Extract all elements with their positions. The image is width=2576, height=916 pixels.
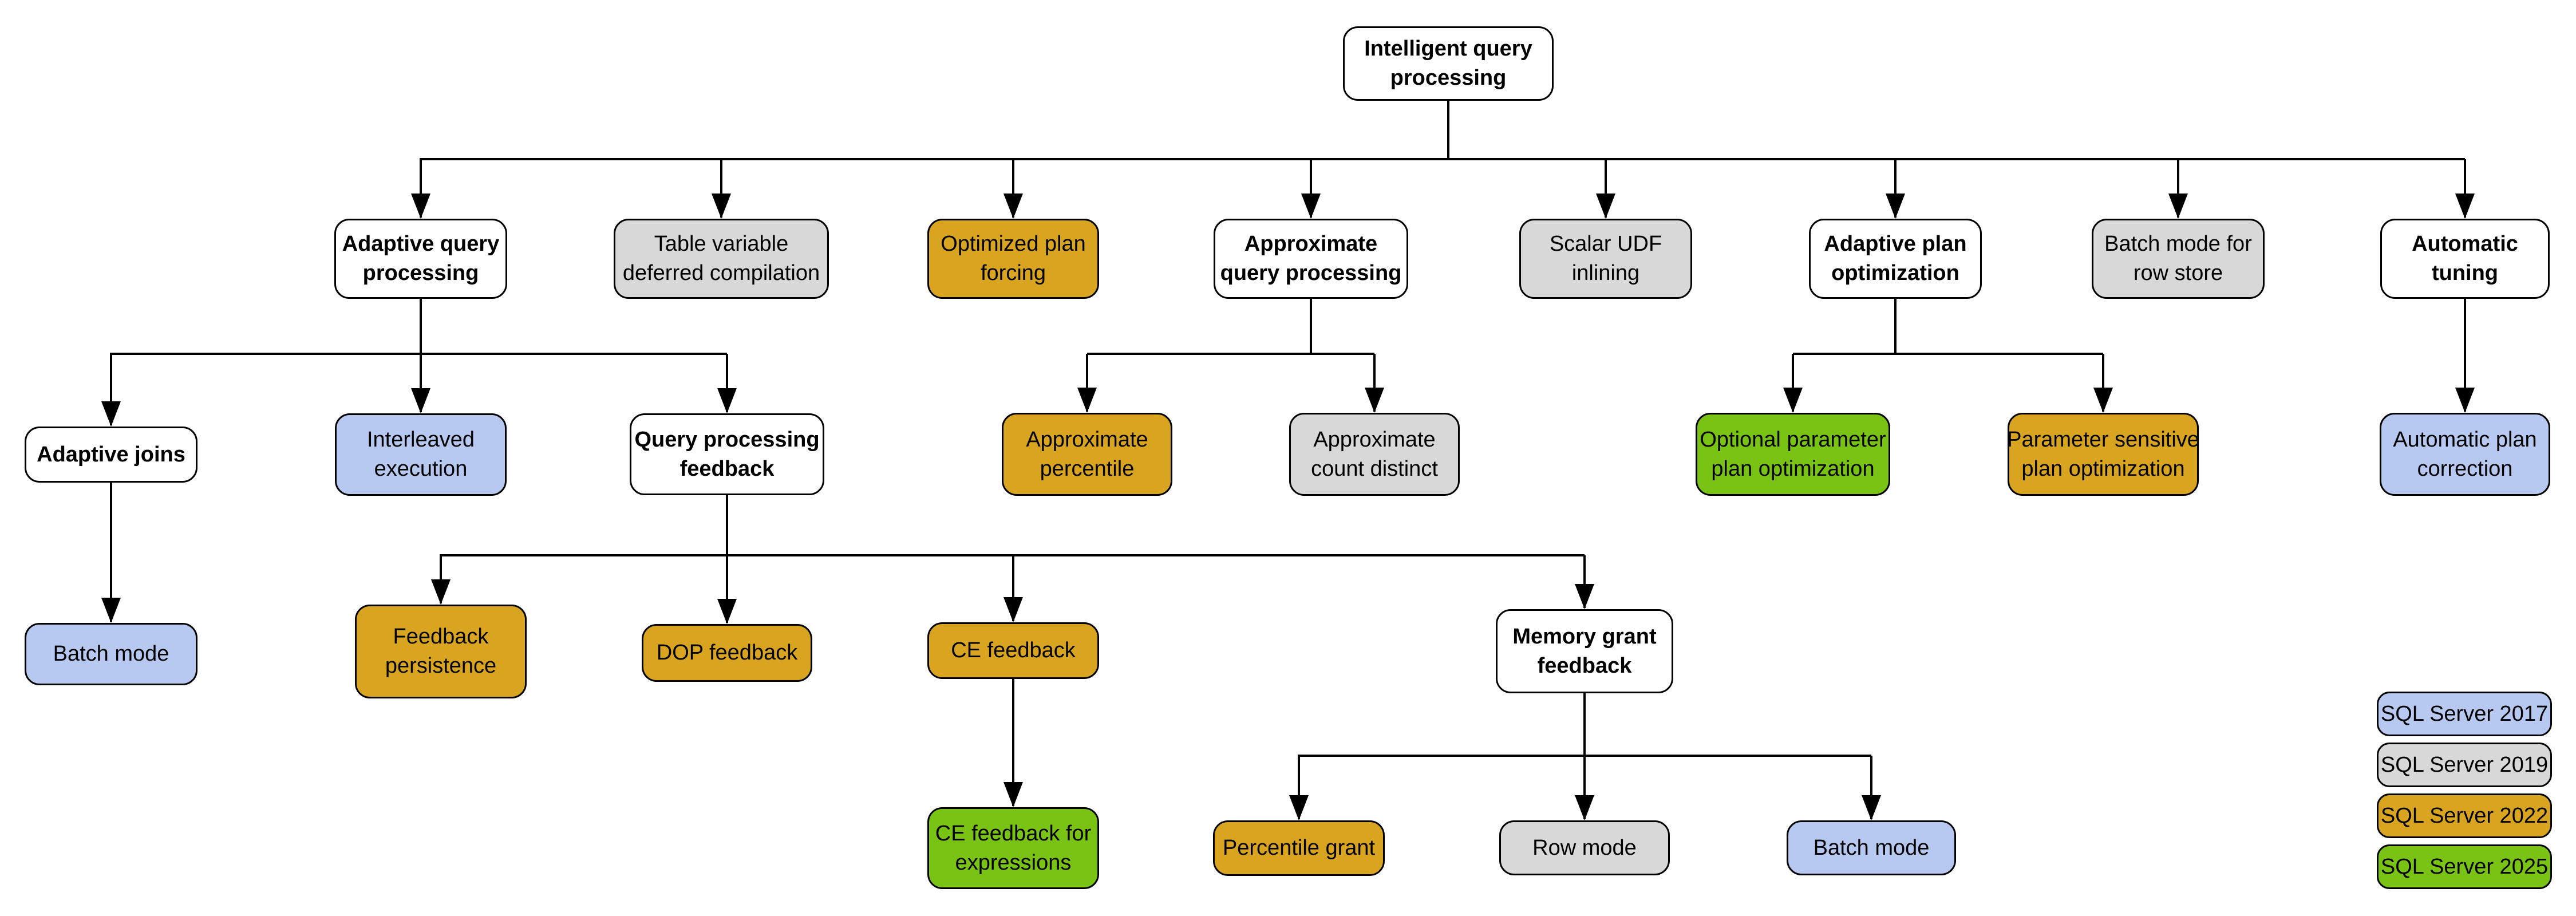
node-interleaved-execution: Interleaved execution (335, 413, 507, 496)
node-intelligent-query-processing: Intelligent query processing (1343, 26, 1554, 101)
legend-sql-server-2019: SQL Server 2019 (2377, 743, 2552, 787)
node-scalar-udf-inlining: Scalar UDF inlining (1519, 219, 1692, 299)
node-feedback-persistence: Feedback persistence (355, 605, 527, 698)
node-batch-mode-for-row-store: Batch mode for row store (2092, 219, 2265, 299)
node-adaptive-joins: Adaptive joins (25, 427, 197, 483)
node-ce-feedback-for-expressions: CE feedback for expressions (927, 807, 1099, 889)
node-table-variable-deferred-compilation: Table variable deferred compilation (614, 219, 829, 299)
node-percentile-grant: Percentile grant (1213, 820, 1385, 876)
node-approximate-percentile: Approximate percentile (1002, 413, 1172, 496)
node-batch-mode-memory-grant: Batch mode (1787, 820, 1956, 875)
node-parameter-sensitive-plan-optimization: Parameter sensitive plan optimization (2007, 413, 2199, 496)
node-adaptive-query-processing: Adaptive query processing (334, 219, 507, 299)
node-memory-grant-feedback: Memory grant feedback (1496, 609, 1673, 693)
node-row-mode: Row mode (1499, 820, 1670, 875)
node-automatic-plan-correction: Automatic plan correction (2380, 413, 2550, 496)
node-query-processing-feedback: Query processing feedback (630, 413, 824, 495)
node-dop-feedback: DOP feedback (642, 624, 812, 682)
node-approximate-count-distinct: Approximate count distinct (1289, 413, 1460, 496)
node-optional-parameter-plan-optimization: Optional parameter plan optimization (1696, 413, 1890, 496)
node-batch-mode-adaptive-joins: Batch mode (25, 623, 197, 685)
legend-sql-server-2017: SQL Server 2017 (2377, 692, 2552, 736)
legend-sql-server-2022: SQL Server 2022 (2377, 793, 2552, 838)
node-adaptive-plan-optimization: Adaptive plan optimization (1809, 219, 1982, 299)
node-automatic-tuning: Automatic tuning (2380, 219, 2550, 299)
node-approximate-query-processing: Approximate query processing (1214, 219, 1408, 299)
node-ce-feedback: CE feedback (927, 622, 1099, 679)
legend-sql-server-2025: SQL Server 2025 (2377, 844, 2552, 889)
node-optimized-plan-forcing: Optimized plan forcing (927, 219, 1099, 299)
